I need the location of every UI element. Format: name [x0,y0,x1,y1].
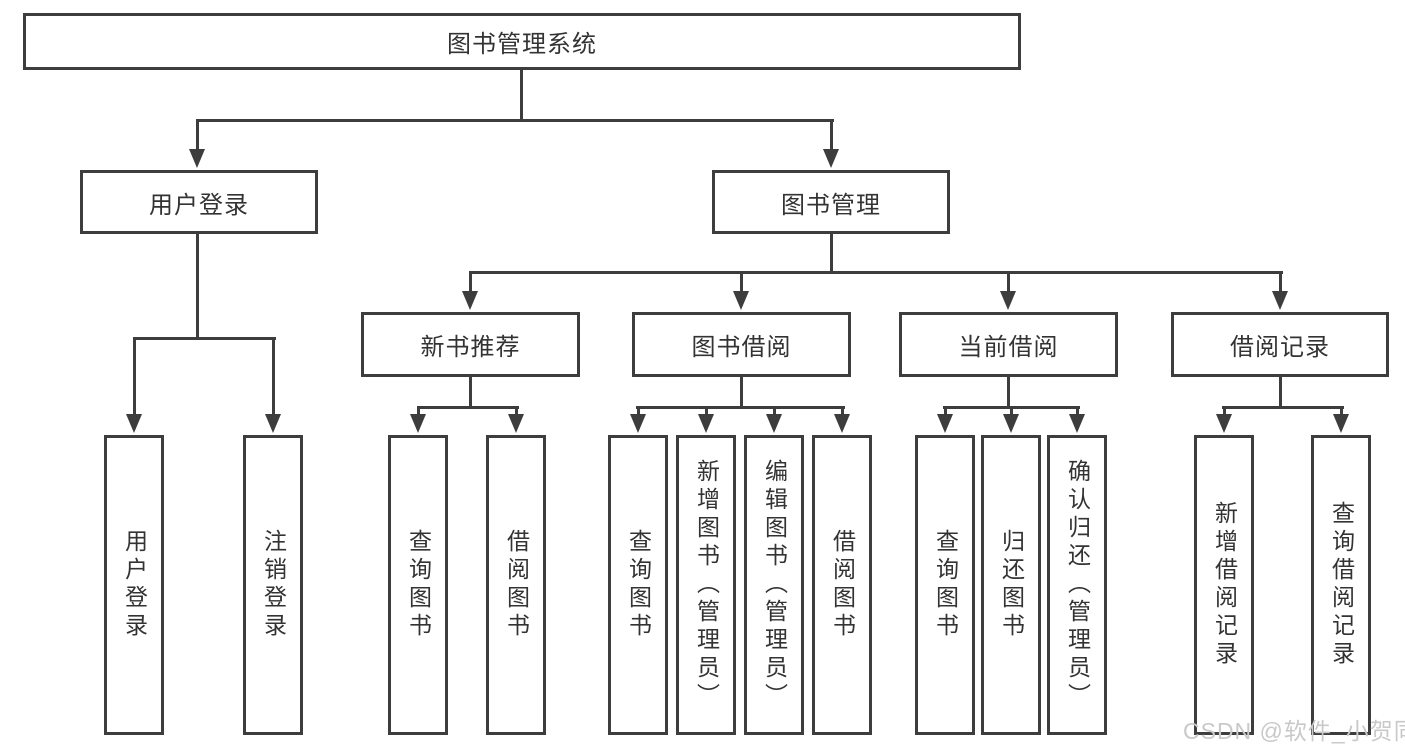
node-login: 用户登录 [104,435,164,735]
arrow-stem [1279,271,1282,292]
connector-hline [196,119,834,122]
arrow-stem [944,406,947,415]
arrow-down-icon [766,414,782,433]
node-label: 查询图书 [405,529,432,641]
connector-vline [520,70,523,122]
arrow-stem [1007,271,1010,292]
arrow-down-icon [462,291,478,310]
connector-vline [1279,377,1282,409]
connector-vline [830,234,833,274]
node-label: 新书推荐 [420,334,521,361]
arrow-stem [705,406,708,415]
arrow-stem [515,406,518,415]
arrow-down-icon [126,414,142,433]
arrow-down-icon [630,414,646,433]
arrow-stem [133,337,136,415]
node-label: 新增图书（管理员） [693,459,720,711]
node-borrow-edit-books-admin: 编辑图书（管理员） [744,435,804,735]
connector-hline [636,406,845,409]
watermark: CSDN @软件_小贺同学 [1183,718,1405,744]
arrow-down-icon [410,414,426,433]
connector-vline [740,377,743,409]
node-label: 查询借阅记录 [1328,501,1355,669]
arrow-down-icon [1000,291,1016,310]
arrow-down-icon [265,414,281,433]
node-user-login: 用户登录 [80,170,318,234]
node-label: 注销登录 [260,529,287,641]
node-book-borrowing: 图书借阅 [632,312,851,377]
node-records-add-record: 新增借阅记录 [1194,435,1254,735]
arrow-stem [417,406,420,415]
node-label: 编辑图书（管理员） [761,459,788,711]
node-current-query-books: 查询图书 [915,435,975,735]
arrow-stem [196,119,199,150]
node-root-library-system: 图书管理系统 [23,13,1021,70]
arrow-stem [740,271,743,292]
node-label: 查询图书 [625,529,652,641]
arrow-stem [1223,406,1226,415]
node-book-management: 图书管理 [712,170,950,234]
node-current-confirm-return-admin: 确认归还（管理员） [1047,435,1107,735]
connector-vline [469,377,472,409]
arrow-stem [637,406,640,415]
node-label: 图书管理 [781,191,881,219]
arrow-down-icon [1003,414,1019,433]
node-borrowing-records: 借阅记录 [1171,312,1389,377]
node-newbook-query-books: 查询图书 [388,435,448,735]
connector-vline [1007,377,1010,409]
arrow-stem [1010,406,1013,415]
arrow-down-icon [733,291,749,310]
arrow-down-icon [834,414,850,433]
arrow-down-icon [937,414,953,433]
connector-hline [1222,406,1344,409]
node-label: 确认归还（管理员） [1064,459,1091,711]
node-label: 当前借阅 [958,334,1059,361]
arrow-stem [830,119,833,150]
connector-vline [196,234,199,340]
arrow-down-icon [1333,414,1349,433]
node-label: 图书借阅 [691,334,792,361]
arrow-down-icon [698,414,714,433]
node-borrow-borrow-books: 借阅图书 [812,435,872,735]
node-label: 归还图书 [998,529,1025,641]
arrow-down-icon [1216,414,1232,433]
arrow-stem [469,271,472,292]
arrow-stem [1076,406,1079,415]
node-current-borrowing: 当前借阅 [899,312,1118,377]
node-label: 用户登录 [149,191,249,219]
arrow-stem [773,406,776,415]
arrow-stem [1340,406,1343,415]
arrow-stem [841,406,844,415]
connector-hline [417,406,519,409]
connector-hline [133,337,276,340]
arrow-down-icon [508,414,524,433]
arrow-down-icon [1069,414,1085,433]
arrow-stem [272,337,275,415]
connector-hline [469,271,1283,274]
node-new-book-recommend: 新书推荐 [361,312,580,377]
node-records-query-record: 查询借阅记录 [1311,435,1371,735]
node-borrow-add-books-admin: 新增图书（管理员） [676,435,736,735]
arrow-down-icon [1272,291,1288,310]
node-label: 借阅记录 [1230,334,1330,361]
node-label: 查询图书 [932,529,959,641]
node-label: 新增借阅记录 [1211,501,1238,669]
node-label: 用户登录 [121,529,148,641]
arrow-down-icon [823,149,839,168]
node-borrow-query-books: 查询图书 [608,435,668,735]
node-label: 借阅图书 [503,529,530,641]
node-label: 图书管理系统 [447,31,597,58]
node-current-return-books: 归还图书 [981,435,1041,735]
arrow-down-icon [189,149,205,168]
node-logout: 注销登录 [243,435,303,735]
node-label: 借阅图书 [829,529,856,641]
node-newbook-borrow-books: 借阅图书 [486,435,546,735]
